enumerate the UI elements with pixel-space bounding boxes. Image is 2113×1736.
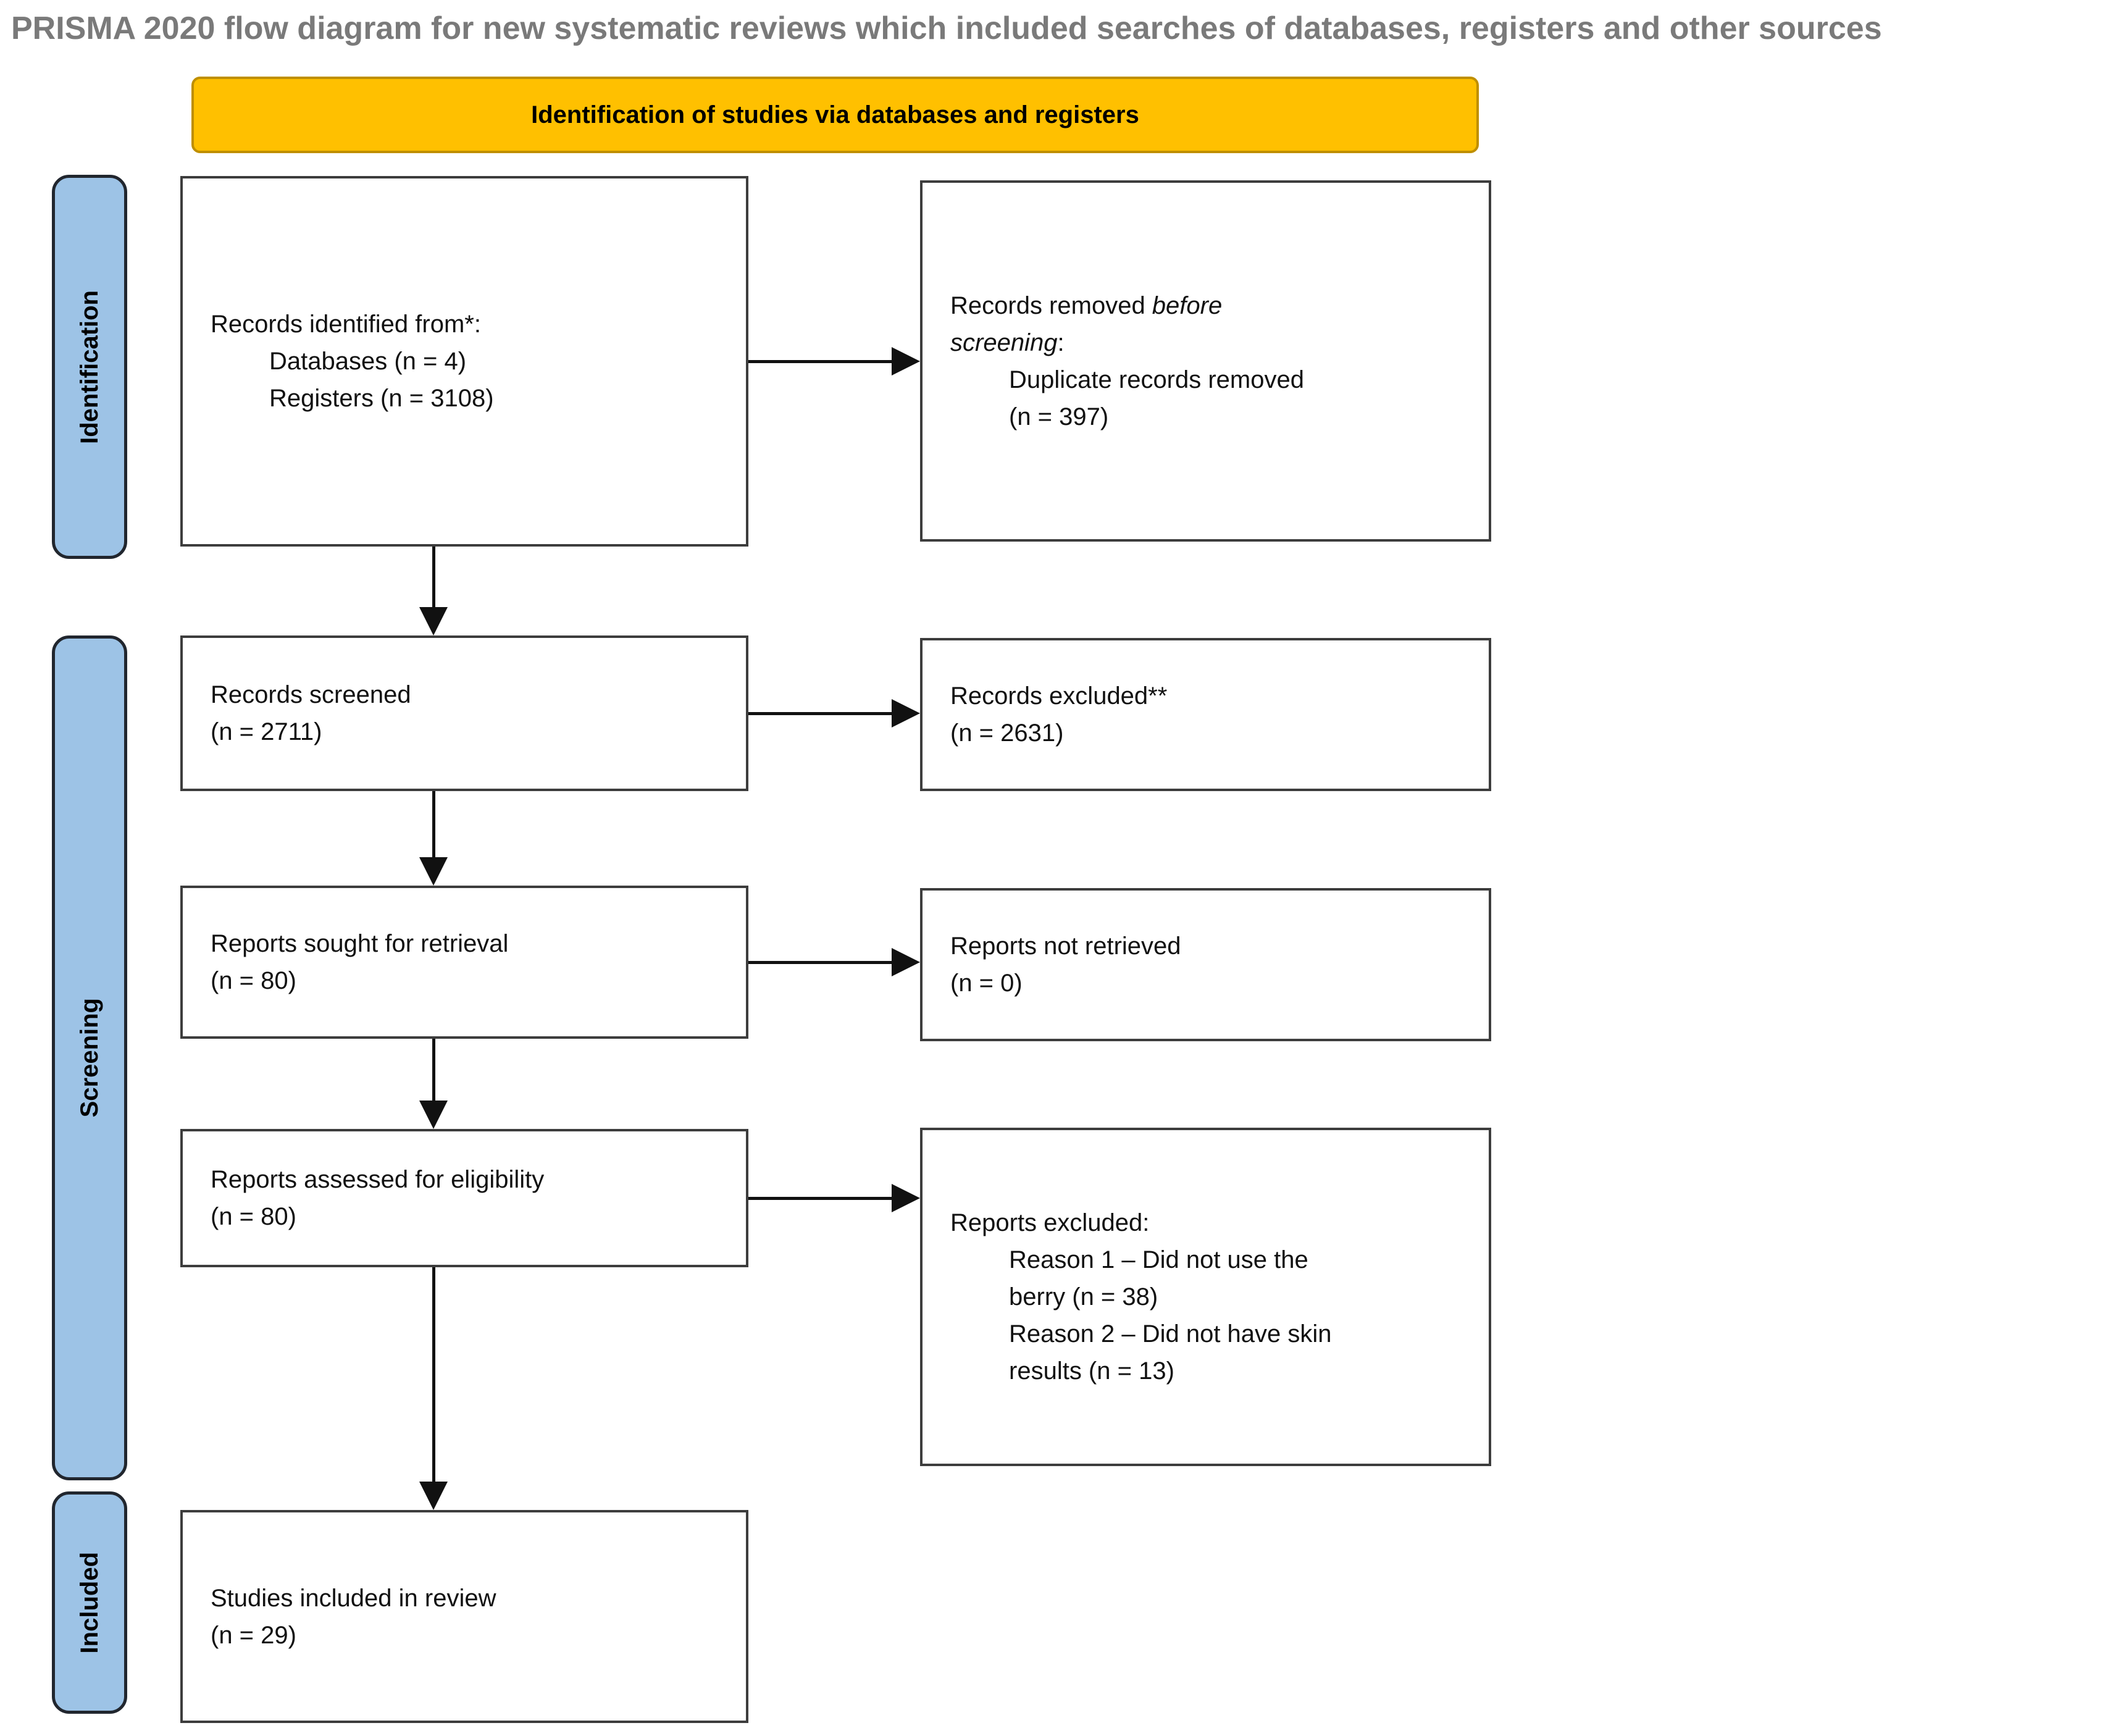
box-text-line: Databases (n = 4) (211, 343, 727, 380)
box-text-line: Reason 1 – Did not use the (950, 1241, 1470, 1278)
box-text-line: Reports not retrieved (950, 928, 1470, 965)
arrowhead (419, 857, 448, 886)
text-run: (n = 2631) (950, 719, 1064, 747)
box-text-line: berry (n = 38) (950, 1278, 1470, 1315)
text-run: Databases (n = 4) (269, 348, 467, 375)
stage-label-identification: Identification (75, 290, 103, 444)
text-run: screening (950, 329, 1058, 356)
text-run: Records removed (950, 291, 1152, 319)
arrowhead (419, 607, 448, 635)
box-reports-excluded-with-reasons: Reports excluded: Reason 1 – Did not use … (920, 1128, 1491, 1466)
stage-bar-screening: Screening (52, 635, 127, 1480)
box-text-line: Records excluded** (950, 677, 1470, 715)
box-text-line: Registers (n = 3108) (211, 380, 727, 417)
arrow-shaft (748, 961, 895, 964)
text-run: Reports not retrieved (950, 933, 1181, 960)
box-text-line: Records identified from*: (211, 306, 727, 343)
arrowhead (892, 948, 920, 976)
arrow-shaft (432, 547, 435, 611)
box-reports-not-retrieved: Reports not retrieved (n = 0) (920, 888, 1491, 1041)
box-text-line: Duplicate records removed (950, 361, 1470, 398)
box-text-line: Records screened (211, 676, 727, 713)
text-run: (n = 397) (1009, 403, 1109, 430)
text-run: Records identified from*: (211, 311, 481, 338)
arrowhead (419, 1101, 448, 1129)
arrow-shaft (432, 1039, 435, 1104)
text-run: before (1152, 291, 1223, 319)
text-run: Duplicate records removed (1009, 366, 1304, 393)
box-reports-sought-for-retrieval: Reports sought for retrieval (n = 80) (180, 886, 748, 1039)
page-title: PRISMA 2020 flow diagram for new systema… (11, 10, 1882, 46)
arrowhead (892, 1184, 920, 1212)
box-text-line: screening: (950, 324, 1470, 361)
arrow-records-identified-to-records-screened (419, 547, 448, 635)
text-run: Records excluded** (950, 682, 1168, 710)
box-text-line: (n = 2631) (950, 715, 1470, 752)
arrowhead (892, 347, 920, 375)
arrowhead (892, 699, 920, 728)
box-text-line: results (n = 13) (950, 1352, 1470, 1390)
text-run: Reports assessed for eligibility (211, 1166, 545, 1193)
arrow-shaft (748, 1197, 895, 1200)
arrow-reports-assessed-to-studies-included (419, 1267, 448, 1510)
box-text-line: (n = 80) (211, 962, 727, 999)
arrow-records-identified-to-records-removed (748, 347, 920, 375)
arrowhead (419, 1482, 448, 1510)
text-run: Reason 2 – Did not have skin (1009, 1320, 1332, 1348)
box-text-line: Reports excluded: (950, 1204, 1470, 1241)
arrow-shaft (432, 791, 435, 861)
box-text-line: (n = 80) (211, 1198, 727, 1235)
box-studies-included-in-review: Studies included in review (n = 29) (180, 1510, 748, 1723)
text-run: (n = 29) (211, 1621, 296, 1649)
text-run: (n = 80) (211, 1203, 296, 1230)
box-reports-assessed-for-eligibility: Reports assessed for eligibility (n = 80) (180, 1129, 748, 1267)
box-text-line: (n = 2711) (211, 713, 727, 750)
text-run: (n = 2711) (211, 718, 322, 745)
box-text-line: Reports assessed for eligibility (211, 1161, 727, 1198)
text-run: Registers (n = 3108) (269, 385, 494, 412)
text-run: (n = 0) (950, 970, 1023, 997)
box-records-identified: Records identified from*: Databases (n = … (180, 176, 748, 547)
text-run: Studies included in review (211, 1584, 496, 1612)
arrow-records-screened-to-reports-sought (419, 791, 448, 886)
text-run: Reports excluded: (950, 1209, 1150, 1236)
text-run: results (n = 13) (1009, 1357, 1174, 1385)
arrow-shaft (748, 360, 895, 363)
text-run: : (1057, 329, 1065, 356)
stage-bar-identification: Identification (52, 175, 127, 559)
stage-label-screening: Screening (75, 998, 103, 1118)
text-run: Records screened (211, 681, 411, 708)
arrow-reports-sought-to-reports-not-retrieved (748, 948, 920, 976)
box-records-excluded: Records excluded** (n = 2631) (920, 638, 1491, 791)
text-run: Reason 1 – Did not use the (1009, 1246, 1308, 1273)
box-text-line: (n = 0) (950, 965, 1470, 1002)
stage-bar-included: Included (52, 1491, 127, 1714)
box-records-screened: Records screened (n = 2711) (180, 635, 748, 791)
text-run: berry (n = 38) (1009, 1283, 1158, 1310)
arrow-reports-assessed-to-reports-excluded (748, 1184, 920, 1212)
identification-banner: Identification of studies via databases … (191, 77, 1479, 153)
box-text-line: Reason 2 – Did not have skin (950, 1315, 1470, 1352)
text-run: Reports sought for retrieval (211, 930, 509, 957)
text-run: (n = 80) (211, 967, 296, 994)
banner-label: Identification of studies via databases … (531, 101, 1139, 128)
box-text-line: (n = 397) (950, 398, 1470, 435)
arrow-reports-sought-to-reports-assessed (419, 1039, 448, 1129)
box-text-line: Reports sought for retrieval (211, 925, 727, 962)
box-text-line: (n = 29) (211, 1617, 727, 1654)
arrow-shaft (432, 1267, 435, 1485)
arrow-shaft (748, 712, 895, 715)
box-text-line: Studies included in review (211, 1580, 727, 1617)
stage-label-included: Included (75, 1551, 103, 1654)
box-text-line: Records removed before (950, 287, 1470, 324)
arrow-records-screened-to-records-excluded (748, 699, 920, 728)
